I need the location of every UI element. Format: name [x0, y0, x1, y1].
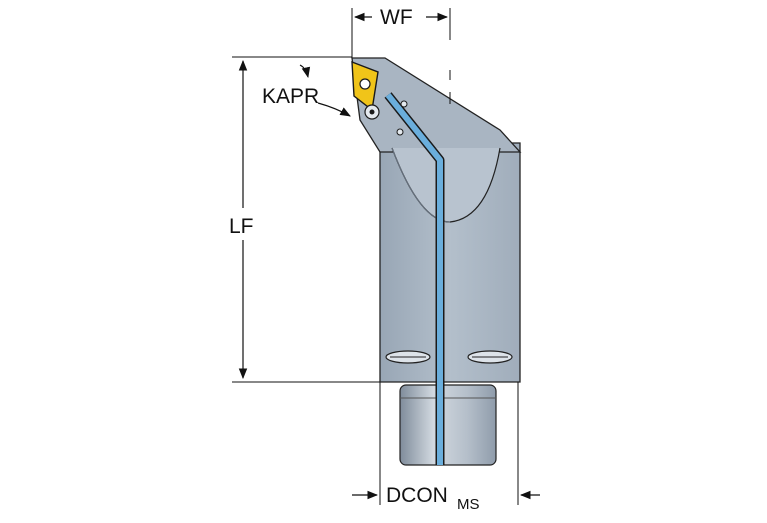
clamp-screw-icon [364, 100, 408, 136]
wf-label: WF [380, 6, 413, 29]
holder-body [351, 57, 522, 383]
lf-label: LF [229, 215, 254, 238]
lf-dimension: LF [229, 56, 380, 383]
dcon-label: DCON [386, 484, 448, 507]
dcon-subscript: MS [457, 496, 480, 513]
kapr-callout: KAPR [262, 64, 351, 117]
coolant-channel [384, 92, 445, 465]
kapr-label: KAPR [262, 85, 319, 108]
shank [399, 384, 497, 466]
oval-slot-icon [385, 350, 513, 364]
wf-dimension: WF [351, 6, 451, 104]
dcon-dimension: DCON MS [352, 382, 540, 513]
